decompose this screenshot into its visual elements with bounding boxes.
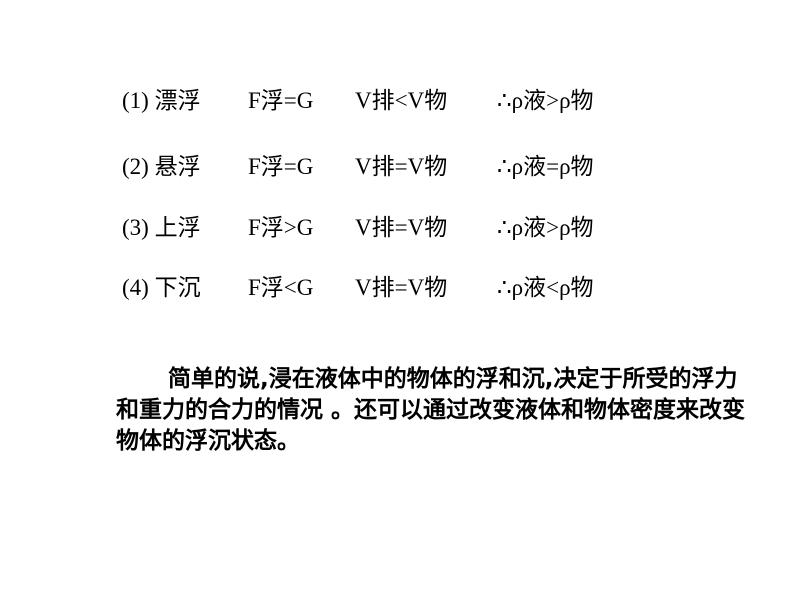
density-conclusion: ∴ρ液>ρ物 [497, 215, 594, 240]
force-relation: F浮<G [248, 275, 314, 300]
state-case: (3) 上浮 [122, 215, 201, 240]
state-case: (1) 漂浮 [122, 88, 201, 113]
density-conclusion: ∴ρ液=ρ物 [497, 154, 594, 179]
force-relation: F浮=G [248, 154, 314, 179]
volume-relation: V排=V物 [355, 275, 448, 300]
force-relation: F浮=G [248, 88, 314, 113]
density-conclusion: ∴ρ液<ρ物 [497, 275, 594, 300]
force-relation: F浮>G [248, 215, 314, 240]
volume-relation: V排<V物 [355, 88, 448, 113]
volume-relation: V排=V物 [355, 215, 448, 240]
state-case: (2) 悬浮 [122, 154, 201, 179]
summary-paragraph: 简单的说,浸在液体中的物体的浮和沉,决定于所受的浮力和重力的合力的情况 。还可以… [116, 366, 746, 454]
volume-relation: V排=V物 [355, 154, 448, 179]
density-conclusion: ∴ρ液>ρ物 [497, 88, 594, 113]
state-case: (4) 下沉 [122, 275, 201, 300]
